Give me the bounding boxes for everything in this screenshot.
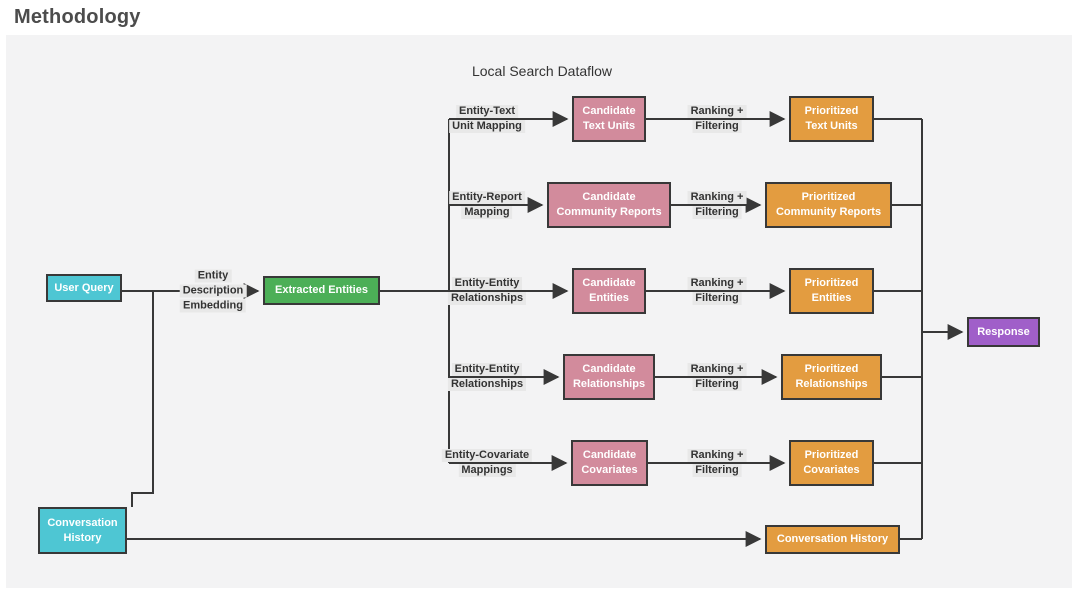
edge-label-line: Ranking + [687,363,747,376]
node-label: Prioritized [804,363,859,375]
node-label: Candidate [582,363,636,375]
page-title: Methodology [14,6,141,28]
diagram-subtitle: Local Search Dataflow [471,63,613,79]
node-label: Relationships [572,378,646,390]
node-label: Prioritized [804,277,859,289]
node-label: Prioritized [804,105,859,117]
node-candidate-covariates: Candidate Covariates [571,440,648,486]
node-prioritized-text-units: Prioritized Text Units [789,96,874,142]
edge-label-entity-text-unit-mapping: Entity-Text Unit Mapping [449,105,525,133]
edge-label-line: Entity-Covariate [441,449,533,462]
node-label: Covariates [581,464,638,476]
edge-label-line: Mappings [458,464,516,477]
node-response: Response [967,317,1040,347]
edge-label-line: Filtering [692,120,742,133]
node-prioritized-entities: Prioritized Entities [789,268,874,314]
node-label: Extracted Entities [275,284,368,296]
edge-label-entity-covariate-mappings: Entity-Covariate Mappings [441,449,533,477]
node-label: Prioritized [804,449,859,461]
edge-label-entity-entity-relationships-2: Entity-Entity Relationships [447,363,527,391]
edge-label-entity-entity-relationships-1: Entity-Entity Relationships [447,277,527,305]
edge-label-ranking-filtering-1: Ranking + Filtering [687,105,747,133]
node-candidate-text-units: Candidate Text Units [572,96,646,142]
node-label: Candidate [582,449,637,461]
edge-label-ranking-filtering-5: Ranking + Filtering [687,449,747,477]
edge-label-line: Unit Mapping [449,120,525,133]
node-label: Relationships [795,378,868,390]
edge-label-line: Entity-Text [455,105,519,118]
edge-label-line: Relationships [447,378,527,391]
node-candidate-relationships: Candidate Relationships [563,354,655,400]
node-label: Candidate [582,105,636,117]
edge-label-line: Entity-Entity [451,277,523,290]
node-extracted-entities: Extracted Entities [263,276,380,305]
edge-label-entity-description-embedding: Entity Description Embedding [179,269,247,313]
node-label: Text Units [805,120,858,132]
node-label: Community Reports [556,206,662,218]
diagram-panel [6,35,1072,588]
node-candidate-community-reports: Candidate Community Reports [547,182,671,228]
edge-label-line: Relationships [447,292,527,305]
edge-label-ranking-filtering-4: Ranking + Filtering [687,363,747,391]
node-label: Text Units [582,120,636,132]
node-user-query: User Query [46,274,122,302]
edge-label-line: Ranking + [687,277,747,290]
node-label: History [63,531,102,544]
node-label: Prioritized [801,191,856,203]
edge-label-line: Filtering [692,292,742,305]
edge-label-line: Description [179,284,247,298]
node-conversation-history-input: Conversation History [38,507,127,554]
node-candidate-entities: Candidate Entities [572,268,646,314]
node-label: User Query [54,281,114,294]
edge-label-entity-report-mapping: Entity-Report Mapping [449,191,525,219]
edge-label-line: Entity-Report [449,191,525,204]
edge-label-line: Filtering [692,464,742,477]
node-label: Conversation History [776,533,889,545]
edge-label-line: Entity [194,269,232,283]
edge-label-line: Ranking + [687,191,747,204]
edge-label-line: Filtering [692,378,742,391]
node-label: Covariates [803,464,860,476]
edge-label-ranking-filtering-2: Ranking + Filtering [687,191,747,219]
edge-label-ranking-filtering-3: Ranking + Filtering [687,277,747,305]
node-label: Candidate [582,191,636,203]
edge-label-line: Embedding [180,299,246,313]
edge-label-line: Filtering [692,206,742,219]
edge-label-line: Ranking + [687,449,747,462]
node-label: Response [977,325,1030,338]
node-label: Entities [811,292,852,304]
node-label: Candidate [582,277,636,289]
node-label: Entities [589,292,629,304]
node-prioritized-community-reports: Prioritized Community Reports [765,182,892,228]
edge-label-line: Ranking + [687,105,747,118]
node-prioritized-covariates: Prioritized Covariates [789,440,874,486]
node-label: Community Reports [775,206,882,218]
edge-label-line: Entity-Entity [451,363,523,376]
node-conversation-history-output: Conversation History [765,525,900,554]
node-prioritized-relationships: Prioritized Relationships [781,354,882,400]
edge-label-line: Mapping [461,206,513,219]
node-label: Conversation [47,516,118,529]
